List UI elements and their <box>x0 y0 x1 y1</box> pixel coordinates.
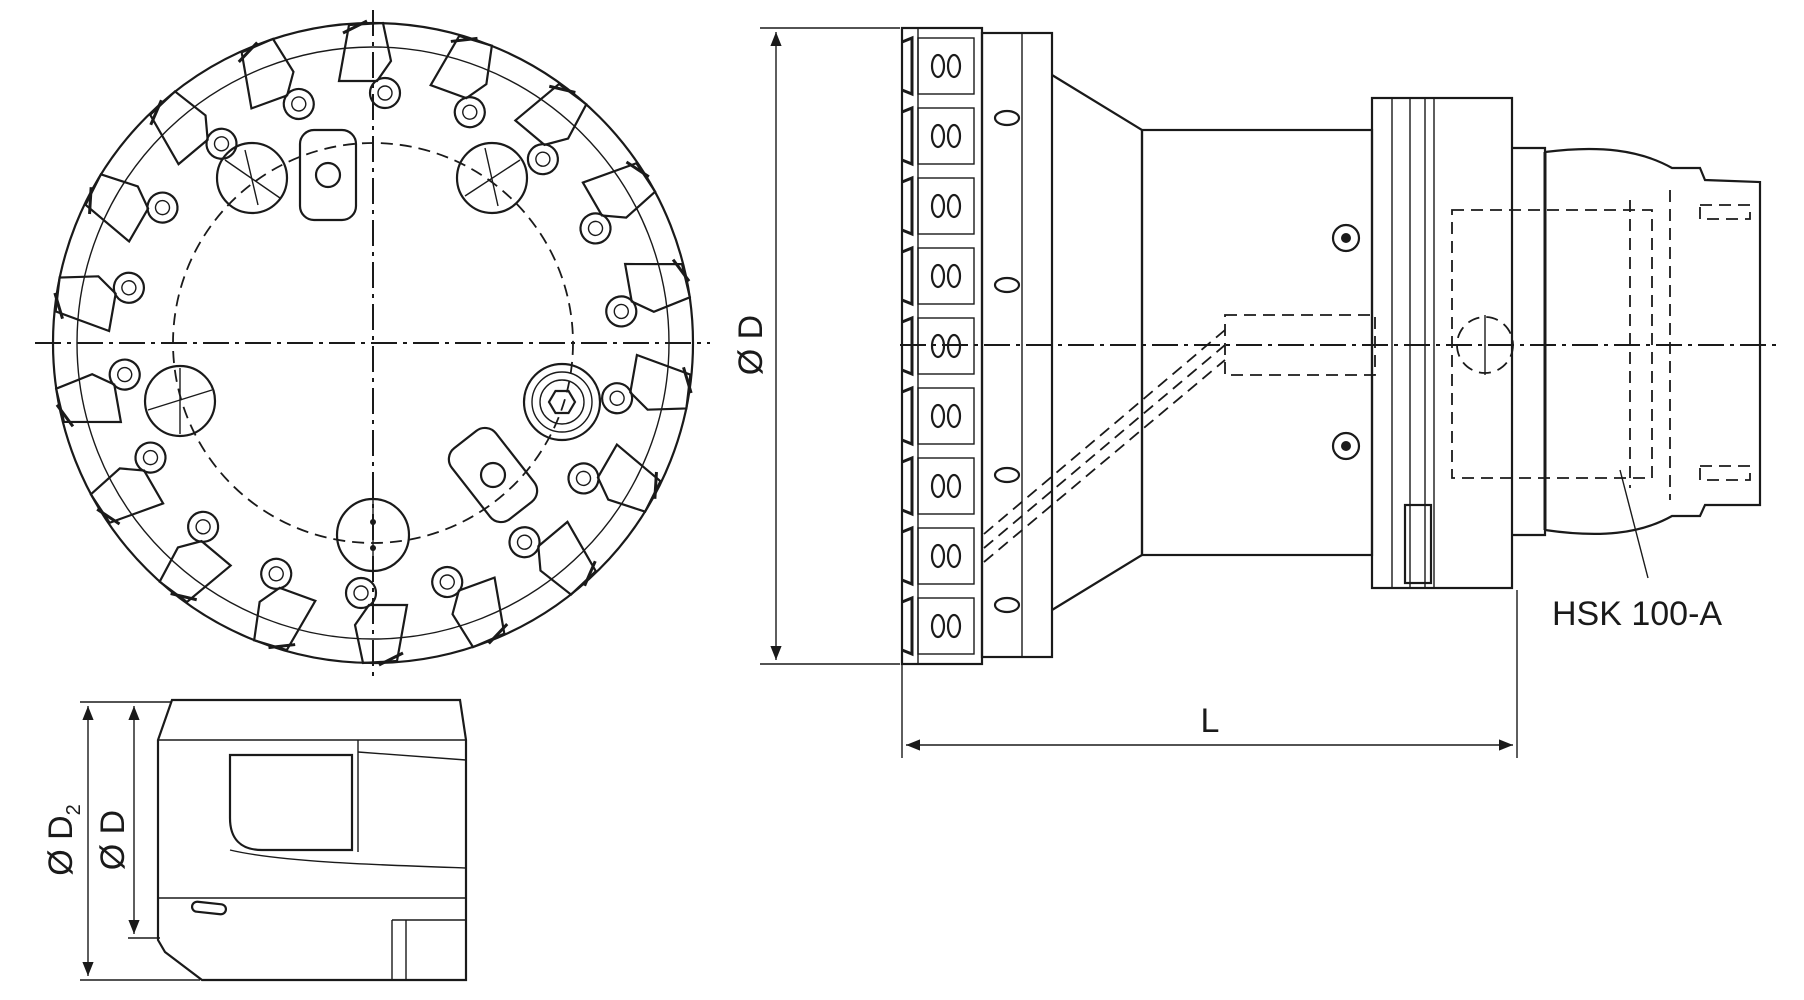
insert-pocket <box>431 565 509 649</box>
front-view <box>35 10 710 680</box>
clamp-wedge <box>447 426 539 524</box>
insert-pocket <box>429 34 494 129</box>
insert-pocket <box>567 442 662 514</box>
insert-pocket <box>508 520 598 597</box>
insert-detail-view <box>156 698 468 982</box>
insert-pocket <box>237 37 315 121</box>
clamp-wedges <box>298 128 539 524</box>
rim-insert-slot <box>901 385 975 447</box>
insert-pocket <box>84 172 179 244</box>
insert-d2-label: Ø D2 <box>42 804 85 876</box>
rim-insert-slot <box>901 245 975 307</box>
diameter-label: Ø D <box>732 315 770 375</box>
adapter-body <box>1140 128 1374 557</box>
insert-d-label: Ø D <box>94 810 132 870</box>
flange-screws <box>993 109 1021 614</box>
length-label: L <box>1201 702 1220 740</box>
insert-pocket <box>605 258 692 328</box>
insert-pockets <box>53 19 693 667</box>
insert-slots <box>901 35 975 657</box>
clamp-wedge <box>298 128 358 222</box>
rim-insert-slot <box>901 175 975 237</box>
hsk-shank <box>1512 146 1547 537</box>
insert-pocket <box>344 576 409 667</box>
rim-insert-slot <box>901 35 975 97</box>
insert-outline <box>156 698 468 982</box>
rim-insert-slot <box>901 105 975 167</box>
rim-insert-slot <box>901 525 975 587</box>
shank-label: HSK 100-A <box>1552 595 1722 633</box>
mounting-hole <box>455 141 529 215</box>
rim-insert-slot <box>901 595 975 657</box>
conical-body <box>1051 74 1144 611</box>
insert-pocket <box>148 89 238 166</box>
length-dimension: L <box>901 590 1518 758</box>
side-view <box>900 26 1780 666</box>
diameter-dimension: Ø D <box>732 27 900 665</box>
insert-pocket <box>158 510 233 604</box>
coolant-port <box>522 362 602 442</box>
mounting-hole <box>215 141 289 215</box>
hex-socket-icon <box>547 389 577 415</box>
insert-pocket <box>601 353 693 415</box>
insert-pocket <box>53 271 145 333</box>
mounting-holes <box>143 141 602 573</box>
hsk-flange <box>1370 96 1514 590</box>
insert-pocket <box>252 557 317 652</box>
insert-pocket <box>54 358 141 428</box>
hsk-leader <box>1619 469 1649 579</box>
mounting-hole <box>143 364 217 438</box>
mounting-hole <box>335 497 411 573</box>
insert-pocket <box>513 82 588 176</box>
insert-dimensions: Ø D2 Ø D <box>42 701 200 981</box>
rim-insert-slot <box>901 455 975 517</box>
insert-pocket <box>337 19 402 110</box>
insert-pocket <box>579 160 657 245</box>
insert-pocket <box>89 441 167 526</box>
